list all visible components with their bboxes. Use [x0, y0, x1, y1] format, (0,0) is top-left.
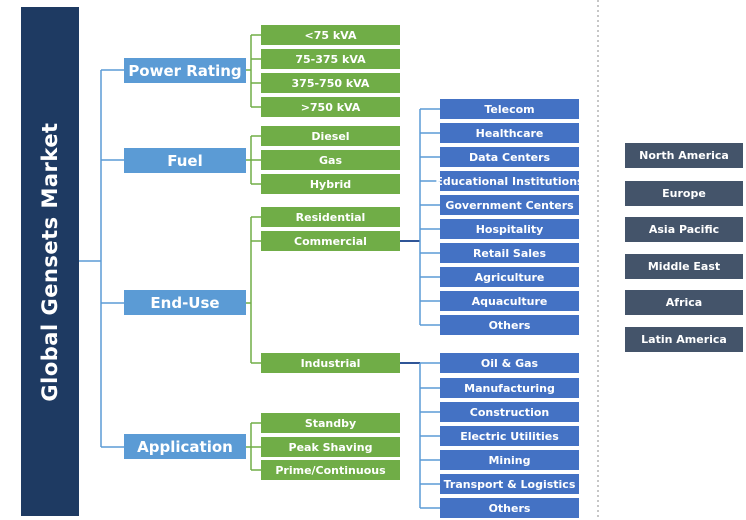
industrial-item: Others	[440, 498, 579, 518]
commercial-item: Hospitality	[440, 219, 579, 239]
category-end-use: End-Use	[124, 290, 246, 315]
end-use-item-residential: Residential	[261, 207, 400, 227]
industrial-item: Oil & Gas	[440, 353, 579, 373]
power-rating-item: 375-750 kVA	[261, 73, 400, 93]
fuel-item: Gas	[261, 150, 400, 170]
industrial-item: Transport & Logistics	[440, 474, 579, 494]
application-item: Prime/Continuous	[261, 460, 400, 480]
commercial-item: Retail Sales	[440, 243, 579, 263]
application-item: Standby	[261, 413, 400, 433]
power-rating-item: <75 kVA	[261, 25, 400, 45]
region-item: Africa	[625, 290, 743, 315]
end-use-item-industrial: Industrial	[261, 353, 400, 373]
application-item: Peak Shaving	[261, 437, 400, 457]
fuel-item: Diesel	[261, 126, 400, 146]
region-item: Asia Pacific	[625, 217, 743, 242]
industrial-item: Manufacturing	[440, 378, 579, 398]
power-rating-item: 75-375 kVA	[261, 49, 400, 69]
industrial-item: Electric Utilities	[440, 426, 579, 446]
commercial-item: Agriculture	[440, 267, 579, 287]
commercial-item: Others	[440, 315, 579, 335]
region-item: North America	[625, 143, 743, 168]
commercial-item: Educational Institutions	[435, 171, 584, 191]
region-item: Latin America	[625, 327, 743, 352]
category-fuel: Fuel	[124, 148, 246, 173]
commercial-item: Data Centers	[440, 147, 579, 167]
commercial-item: Healthcare	[440, 123, 579, 143]
industrial-item: Construction	[440, 402, 579, 422]
main-title-bar: Global Gensets Market	[21, 7, 79, 516]
industrial-item: Mining	[440, 450, 579, 470]
category-power-rating: Power Rating	[124, 58, 246, 83]
main-title: Global Gensets Market	[38, 121, 62, 402]
region-item: Middle East	[625, 254, 743, 279]
fuel-item: Hybrid	[261, 174, 400, 194]
commercial-item: Government Centers	[440, 195, 579, 215]
category-application: Application	[124, 434, 246, 459]
commercial-item: Telecom	[440, 99, 579, 119]
commercial-item: Aquaculture	[440, 291, 579, 311]
end-use-item-commercial: Commercial	[261, 231, 400, 251]
region-item: Europe	[625, 181, 743, 206]
power-rating-item: >750 kVA	[261, 97, 400, 117]
